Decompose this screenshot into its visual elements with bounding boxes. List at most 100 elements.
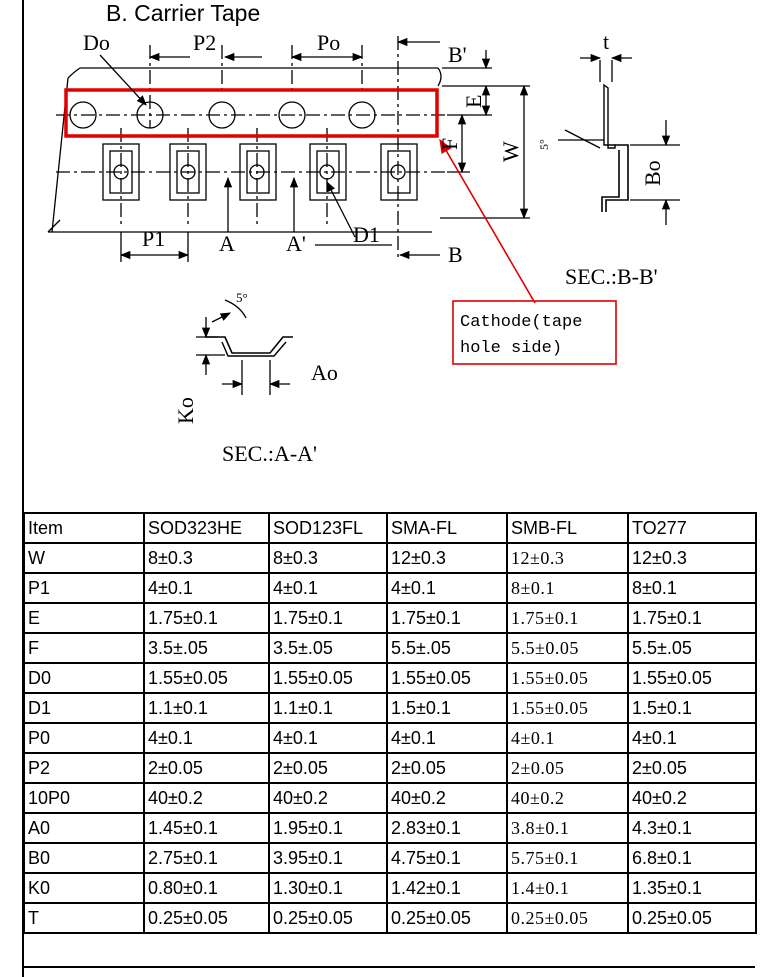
value-cell: 0.80±0.1 bbox=[143, 872, 270, 904]
label-ko: Ko bbox=[173, 397, 198, 424]
value-cell: 2±0.05 bbox=[268, 752, 388, 784]
label-ao: Ao bbox=[311, 360, 338, 385]
center-lines bbox=[56, 36, 445, 260]
label-a-prime: A' bbox=[286, 231, 306, 256]
value-cell: 2.83±0.1 bbox=[386, 812, 508, 844]
section-aa-drawing bbox=[196, 299, 293, 395]
value-cell: 4±0.1 bbox=[627, 722, 757, 754]
pocket-2 bbox=[169, 143, 207, 201]
label-po: Po bbox=[317, 30, 340, 55]
value-cell: 1.5±0.1 bbox=[386, 692, 508, 724]
value-cell: 40±0.2 bbox=[143, 782, 270, 814]
label-angle-a: 5° bbox=[236, 290, 248, 305]
value-cell: 4±0.1 bbox=[268, 722, 388, 754]
value-cell: 1.75±0.1 bbox=[386, 602, 508, 634]
pocket-3 bbox=[239, 143, 277, 201]
top-dimensions bbox=[99, 37, 440, 260]
row-item-cell: 10P0 bbox=[23, 782, 145, 814]
label-a: A bbox=[219, 231, 235, 256]
label-d1: D1 bbox=[353, 222, 380, 247]
value-cell: 4±0.1 bbox=[386, 572, 508, 604]
value-cell: 4.3±0.1 bbox=[627, 812, 757, 844]
value-cell: 3.5±.05 bbox=[143, 632, 270, 664]
component-pockets bbox=[102, 143, 418, 201]
header-cell: SOD323HE bbox=[143, 512, 270, 544]
value-cell: 4±0.1 bbox=[143, 722, 270, 754]
row-item-cell: D1 bbox=[23, 692, 145, 724]
value-cell: 8±0.3 bbox=[143, 542, 270, 574]
header-cell: SMA-FL bbox=[386, 512, 508, 544]
value-cell: 1.4±0.1 bbox=[506, 872, 629, 904]
page-frame-left bbox=[22, 0, 24, 977]
value-cell: 1.75±0.1 bbox=[506, 602, 629, 634]
bottom-dimensions bbox=[119, 176, 392, 262]
bottom-rule bbox=[22, 966, 755, 968]
row-item-cell: K0 bbox=[23, 872, 145, 904]
side-dimensions bbox=[440, 50, 530, 220]
section-title: B. Carrier Tape bbox=[106, 0, 261, 26]
row-item-cell: A0 bbox=[23, 812, 145, 844]
value-cell: 3.95±0.1 bbox=[268, 842, 388, 874]
value-cell: 1.30±0.1 bbox=[268, 872, 388, 904]
label-t: t bbox=[603, 29, 609, 54]
tape-outline bbox=[47, 67, 442, 233]
pocket-5 bbox=[380, 143, 418, 201]
value-cell: 4.75±0.1 bbox=[386, 842, 508, 874]
value-cell: 12±0.3 bbox=[627, 542, 757, 574]
label-f: F bbox=[437, 138, 462, 150]
header-cell: SMB-FL bbox=[506, 512, 629, 544]
value-cell: 40±0.2 bbox=[627, 782, 757, 814]
cathode-highlight-box bbox=[64, 88, 439, 138]
row-item-cell: T bbox=[23, 902, 145, 934]
header-cell: SOD123FL bbox=[268, 512, 388, 544]
label-b-prime: B' bbox=[448, 42, 467, 67]
label-e: E bbox=[461, 95, 486, 108]
sprocket-holes bbox=[69, 101, 376, 129]
value-cell: 3.8±0.1 bbox=[506, 812, 629, 844]
label-bo: Bo bbox=[640, 160, 665, 186]
callout-line-2: hole side) bbox=[460, 339, 562, 358]
value-cell: 0.25±0.05 bbox=[268, 902, 388, 934]
value-cell: 2±0.05 bbox=[386, 752, 508, 784]
value-cell: 1.42±0.1 bbox=[386, 872, 508, 904]
row-item-cell: P2 bbox=[23, 752, 145, 784]
value-cell: 1.75±0.1 bbox=[268, 602, 388, 634]
value-cell: 5.75±0.1 bbox=[506, 842, 629, 874]
value-cell: 1.45±0.1 bbox=[143, 812, 270, 844]
value-cell: 12±0.3 bbox=[386, 542, 508, 574]
value-cell: 12±0.3 bbox=[506, 542, 629, 574]
value-cell: 1.55±0.05 bbox=[143, 662, 270, 694]
callout-line-1: Cathode(tape bbox=[460, 313, 582, 332]
value-cell: 1.5±0.1 bbox=[627, 692, 757, 724]
value-cell: 1.1±0.1 bbox=[143, 692, 270, 724]
row-item-cell: B0 bbox=[23, 842, 145, 874]
spec-table-body: Item SOD323HE SOD123FL SMA-FL SMB-FL TO2… bbox=[23, 512, 757, 934]
value-cell: 8±0.1 bbox=[627, 572, 757, 604]
row-item-cell: E bbox=[23, 602, 145, 634]
header-cell: Item bbox=[23, 512, 145, 544]
label-p1: P1 bbox=[142, 226, 165, 251]
value-cell: 2±0.05 bbox=[143, 752, 270, 784]
value-cell: 4±0.1 bbox=[506, 722, 629, 754]
row-item-cell: D0 bbox=[23, 662, 145, 694]
value-cell: 1.95±0.1 bbox=[268, 812, 388, 844]
value-cell: 1.55±0.05 bbox=[506, 662, 629, 694]
value-cell: 1.55±0.05 bbox=[386, 662, 508, 694]
header-cell: TO277 bbox=[627, 512, 757, 544]
value-cell: 1.55±0.05 bbox=[506, 692, 629, 724]
section-bb-drawing bbox=[558, 53, 680, 225]
value-cell: 4±0.1 bbox=[143, 572, 270, 604]
label-angle-b: 5° bbox=[537, 139, 551, 150]
value-cell: 8±0.1 bbox=[506, 572, 629, 604]
